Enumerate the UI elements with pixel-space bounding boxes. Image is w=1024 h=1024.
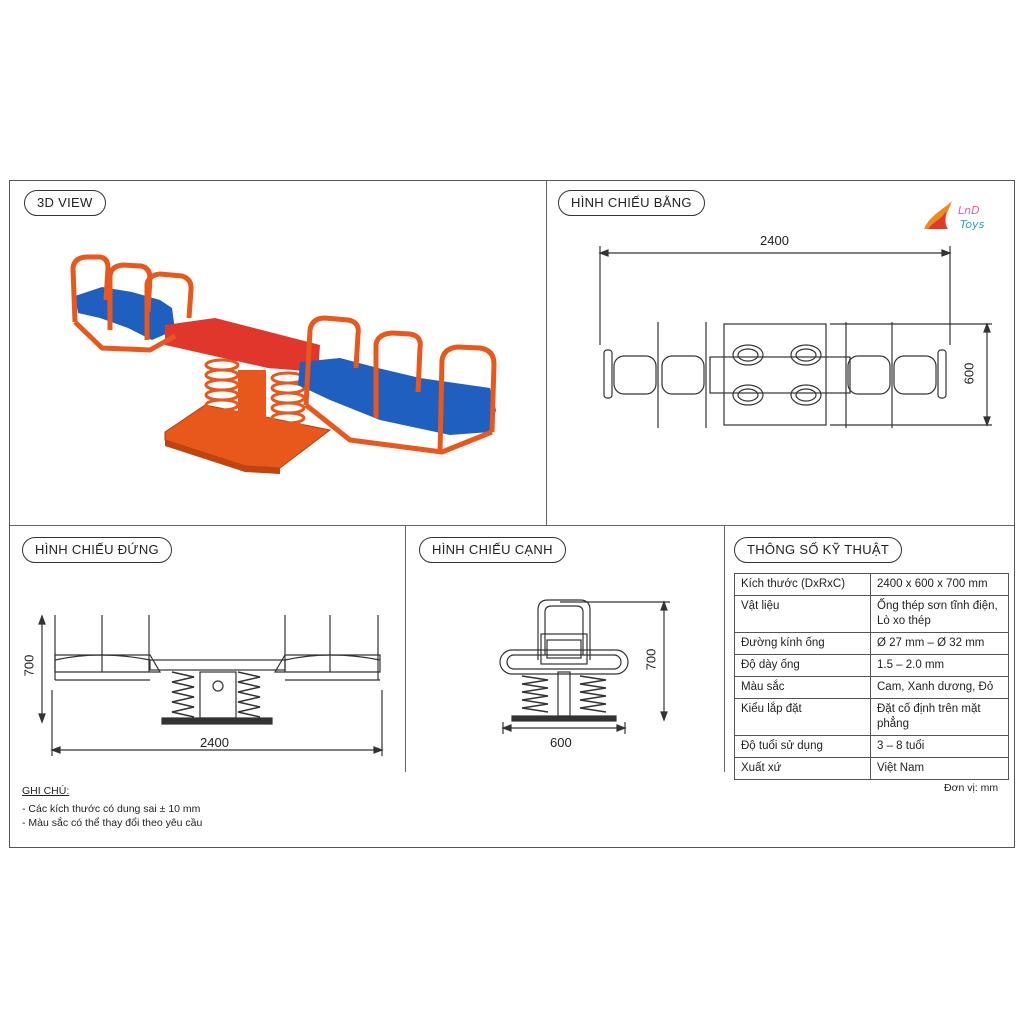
spec-value: Đặt cố định trên mặt phẳng: [870, 698, 1009, 736]
spec-value: Ø 27 mm – Ø 32 mm: [870, 632, 1009, 655]
spec-label: Xuất xứ: [734, 757, 871, 780]
divider-top-vertical: [546, 181, 547, 525]
brand-line-2: Toys: [960, 218, 985, 231]
front-view-width-label: 2400: [200, 735, 229, 750]
panel-title-front-view: HÌNH CHIẾU ĐỨNG: [22, 537, 172, 563]
flame-icon: LnD Toys: [924, 201, 985, 231]
brand-line-1: LnD: [958, 204, 980, 217]
spec-label: Vật liệu: [734, 595, 871, 633]
brand-logo: LnD Toys: [922, 197, 992, 235]
divider-bottom-left: [405, 526, 406, 772]
note-item: - Màu sắc có thể thay đổi theo yêu cầu: [22, 817, 203, 829]
panel-title-3d-view: 3D VIEW: [24, 190, 106, 216]
spec-label: Màu sắc: [734, 676, 871, 699]
spec-label: Độ tuổi sử dụng: [734, 735, 871, 758]
notes-title: GHI CHÚ:: [22, 785, 70, 797]
panel-title-specs: THÔNG SỐ KỸ THUẬT: [734, 537, 903, 563]
spec-value: 3 – 8 tuổi: [870, 735, 1009, 758]
spec-value: 1.5 – 2.0 mm: [870, 654, 1009, 677]
note-item: - Các kích thước có dung sai ± 10 mm: [22, 803, 201, 815]
top-view-width-label: 2400: [760, 233, 789, 248]
unit-label: Đơn vị: mm: [944, 782, 999, 794]
spec-table: Kích thước (DxRxC)2400 x 600 x 700 mm Vậ…: [734, 573, 1009, 780]
divider-horizontal: [10, 525, 1014, 526]
spec-value: Ống thép sơn tĩnh điện, Lò xo thép: [870, 595, 1009, 633]
side-view-width-label: 600: [550, 735, 572, 750]
panel-title-top-view: HÌNH CHIẾU BẰNG: [558, 190, 705, 216]
spec-label: Đường kính ống: [734, 632, 871, 655]
divider-bottom-right: [724, 526, 725, 772]
spec-label: Độ dày ống: [734, 654, 871, 677]
spec-value: Cam, Xanh dương, Đỏ: [870, 676, 1009, 699]
panel-title-side-view: HÌNH CHIẾU CẠNH: [419, 537, 566, 563]
table-row: Kích thước (DxRxC)2400 x 600 x 700 mm: [734, 573, 1009, 596]
spec-value: 2400 x 600 x 700 mm: [870, 573, 1009, 596]
spec-label: Kích thước (DxRxC): [734, 573, 871, 596]
side-view-height-label: 700: [643, 648, 659, 671]
drawing-sheet: [9, 180, 1015, 848]
spec-label: Kiểu lắp đặt: [734, 698, 871, 736]
spec-value: Việt Nam: [870, 757, 1009, 780]
